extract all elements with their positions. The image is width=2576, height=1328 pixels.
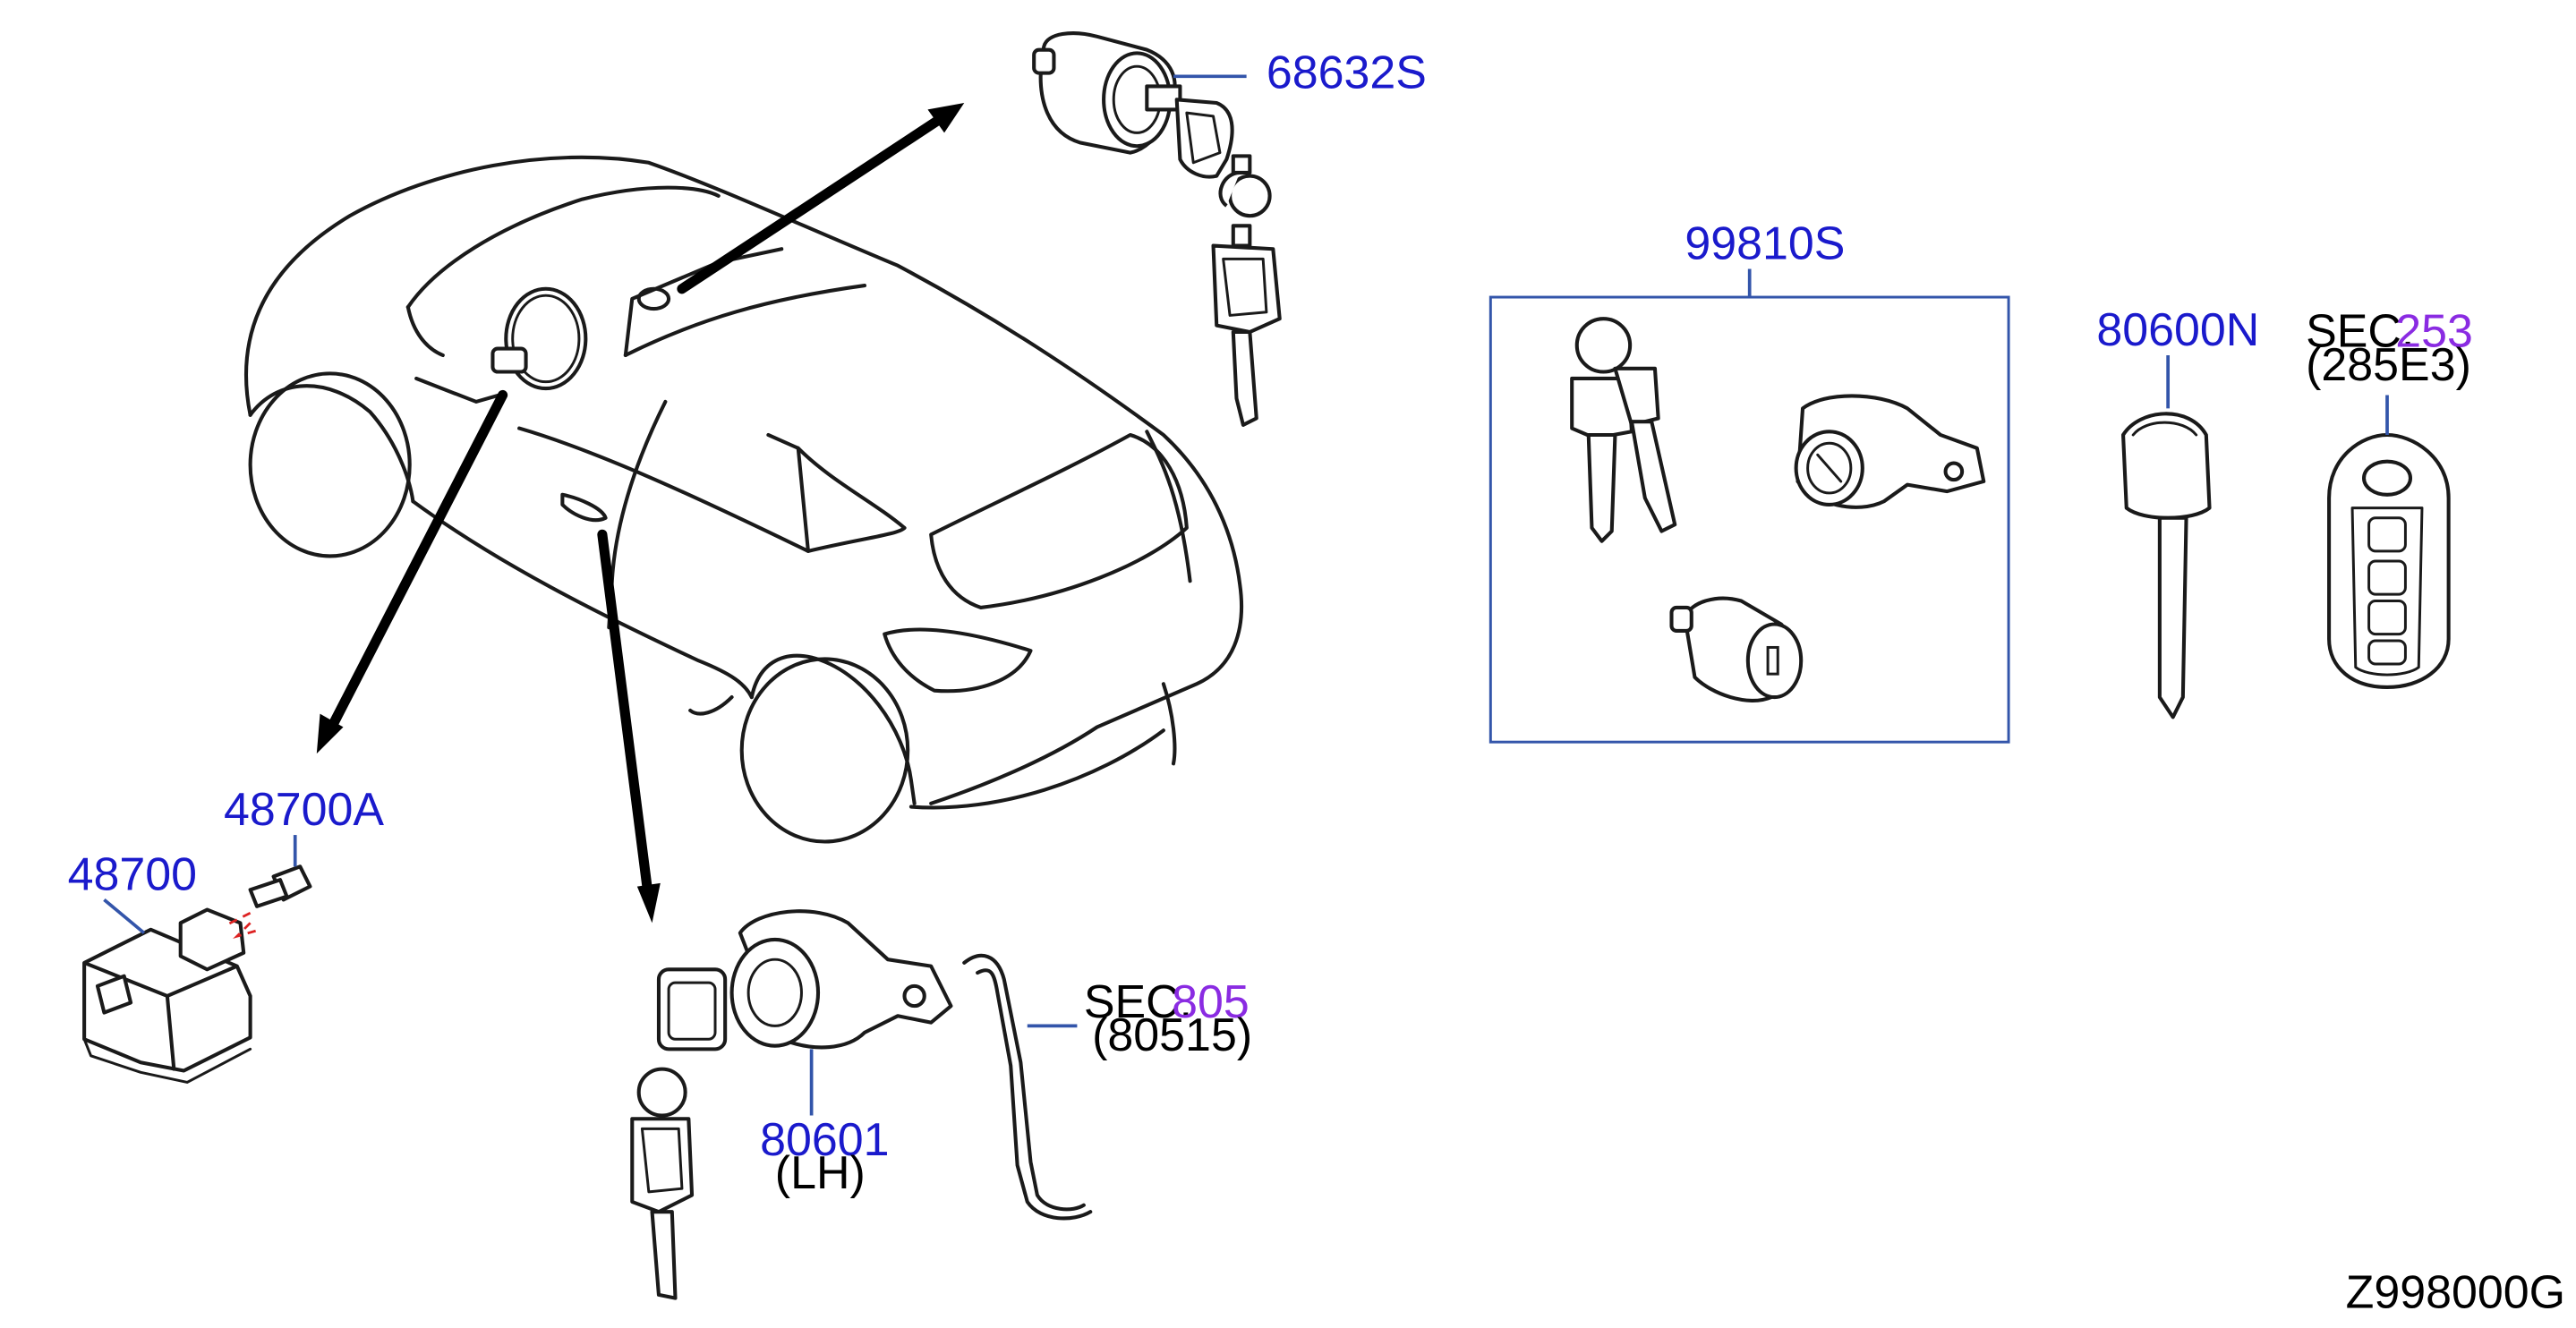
label-sec-805-number: 805	[1172, 976, 1250, 1028]
pointer-arrows	[316, 103, 965, 924]
label-sec-805-prefix: SEC.	[1084, 976, 1192, 1028]
diagram-code: Z998000G	[2346, 1267, 2565, 1319]
label-99810s: 99810S	[1685, 217, 1845, 269]
label-48700a: 48700A	[224, 784, 384, 836]
leader-lines	[103, 74, 2389, 934]
labels: 68632S 99810S 80600N SEC. 253 (285E3) 48…	[68, 47, 2565, 1318]
part-48700-control-unit	[82, 907, 252, 1084]
label-sec-253-number: 253	[2395, 306, 2473, 358]
part-80600n-blank-key	[2121, 412, 2212, 719]
car-illustration	[243, 155, 1244, 844]
label-sec-253-prefix: SEC.	[2306, 306, 2414, 358]
label-80601-sub: (LH)	[775, 1147, 866, 1199]
label-sec-805-sub: (80515)	[1092, 1009, 1252, 1061]
label-80601: 80601	[760, 1114, 889, 1166]
label-80600n: 80600N	[2096, 304, 2259, 356]
part-99810s-key-set	[1488, 295, 2010, 744]
part-sec-253-remote	[2327, 432, 2451, 690]
part-80601-door-lock	[630, 909, 953, 1300]
label-48700: 48700	[68, 848, 197, 900]
label-sec-253-sub: (285E3)	[2306, 339, 2471, 391]
label-68632s: 68632S	[1267, 47, 1427, 98]
part-48700a-bolt	[223, 835, 312, 940]
part-sec-805-rod	[962, 953, 1093, 1221]
part-68632s-cylinder	[1032, 31, 1282, 427]
